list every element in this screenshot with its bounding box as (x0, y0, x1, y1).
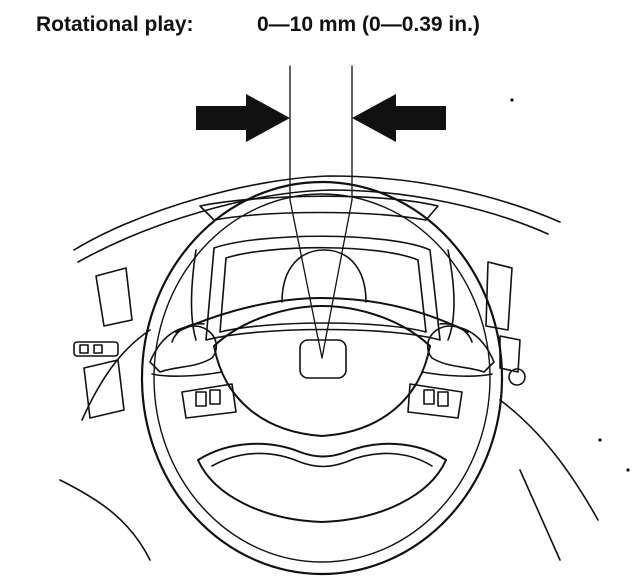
speedometer-dial (281, 249, 367, 303)
left-switch-panel (73, 341, 119, 357)
lower-spoke-inner (211, 452, 433, 468)
cluster-side-left (190, 249, 197, 341)
left-spoke (149, 325, 218, 373)
print-speck (598, 438, 602, 442)
right-switch-button-1 (423, 389, 435, 405)
left-switch-button-1 (195, 391, 207, 407)
spec-label: Rotational play: (36, 13, 194, 36)
horn-logo-emblem (299, 339, 347, 379)
right-arrow-icon (196, 94, 290, 142)
lower-spoke (197, 442, 447, 523)
right-switch-cluster (407, 383, 463, 419)
spec-header: Rotational play: 0—10 mm (0—0.39 in.) (36, 8, 596, 42)
right-paddle (439, 322, 473, 343)
left-switch-b (93, 344, 103, 354)
gauge-cluster-inner (219, 246, 427, 333)
right-spoke-arm (421, 371, 493, 377)
spec-value: 0—10 mm (0—0.39 in.) (257, 13, 480, 36)
right-vent-upper (485, 261, 513, 331)
dashboard-lower-line (81, 329, 151, 421)
steering-wheel-outer-rim (140, 180, 504, 576)
cluster-side-right (447, 249, 455, 341)
left-switch-a (79, 344, 89, 354)
left-spoke-arm (151, 371, 223, 377)
dashboard-outline (73, 175, 561, 251)
left-vent-lower (83, 359, 125, 419)
dashboard-bottom-left (59, 479, 151, 561)
dashboard-bottom-right (519, 469, 561, 561)
right-switch-button-2 (437, 391, 449, 407)
upper-spoke-band (175, 297, 469, 333)
left-vent-upper (95, 267, 133, 327)
dashboard-right-lower (499, 399, 599, 521)
right-vent-lower (499, 335, 521, 373)
right-spoke (426, 325, 495, 373)
gauge-cluster-hood (205, 235, 441, 341)
convergence-line-left (289, 199, 323, 359)
left-switch-cluster (181, 383, 237, 419)
ignition-knob (508, 368, 526, 386)
steering-wheel-inner-rim (153, 193, 491, 563)
print-speck (510, 98, 514, 102)
instrument-hood-tab (199, 195, 439, 221)
dashboard-inner-line (77, 189, 549, 263)
print-speck (626, 468, 630, 472)
airbag-hub (213, 305, 431, 437)
convergence-line-right (321, 199, 353, 359)
left-arrow-icon (352, 94, 446, 142)
left-paddle (171, 322, 205, 343)
left-switch-button-2 (209, 389, 221, 405)
